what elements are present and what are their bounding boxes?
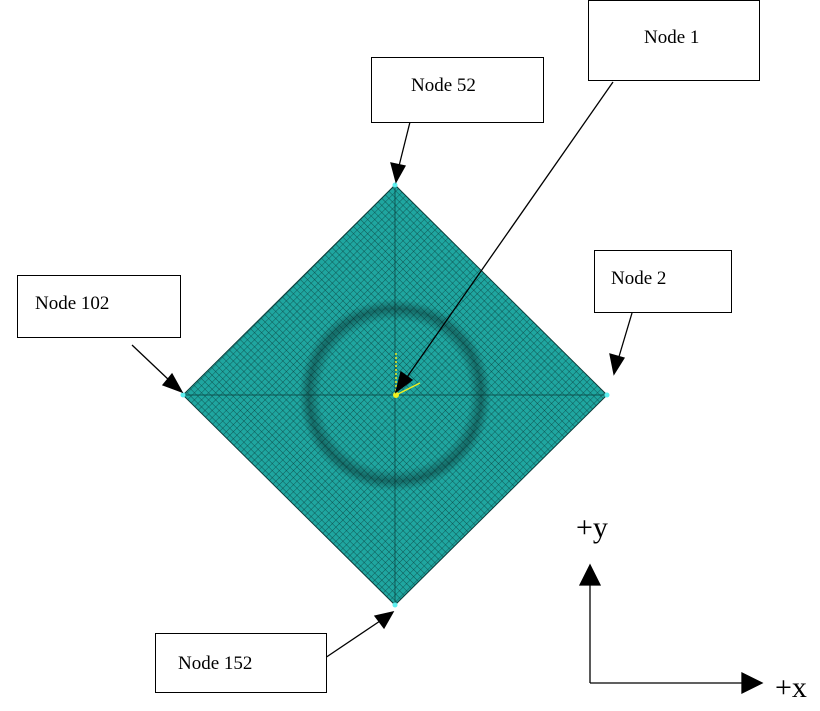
coordinate-axes — [578, 563, 764, 695]
node-1-leader-arrow — [394, 81, 614, 394]
node-2-marker — [604, 392, 610, 398]
node-102-marker — [180, 392, 186, 398]
x-axis-arrowhead — [741, 671, 764, 695]
node-1-label: Node 1 — [644, 27, 700, 48]
node-152-marker — [392, 602, 398, 608]
node-102-label-box: Node 102 — [17, 275, 181, 338]
node-2-leader-arrow — [609, 312, 633, 376]
node-52-leader-arrow — [390, 121, 411, 184]
node-2-label-box: Node 2 — [594, 250, 732, 313]
origin-triad-icon — [393, 352, 421, 398]
x-axis-label: +x — [775, 671, 807, 704]
node-102-label: Node 102 — [35, 293, 110, 314]
node-152-leader-arrow — [324, 611, 395, 659]
node-152-label-box: Node 152 — [155, 633, 327, 693]
node-2-label: Node 2 — [611, 268, 667, 289]
node-52-marker — [392, 182, 398, 188]
node-152-label: Node 152 — [178, 653, 253, 674]
node-1-label-box: Node 1 — [588, 0, 760, 81]
y-axis-label: +y — [576, 511, 608, 544]
node-52-label-box: Node 52 — [371, 57, 544, 123]
node-52-label: Node 52 — [411, 75, 476, 96]
node-102-leader-arrow — [131, 344, 184, 394]
leader-arrows — [131, 81, 633, 659]
y-axis-arrowhead — [578, 563, 602, 586]
